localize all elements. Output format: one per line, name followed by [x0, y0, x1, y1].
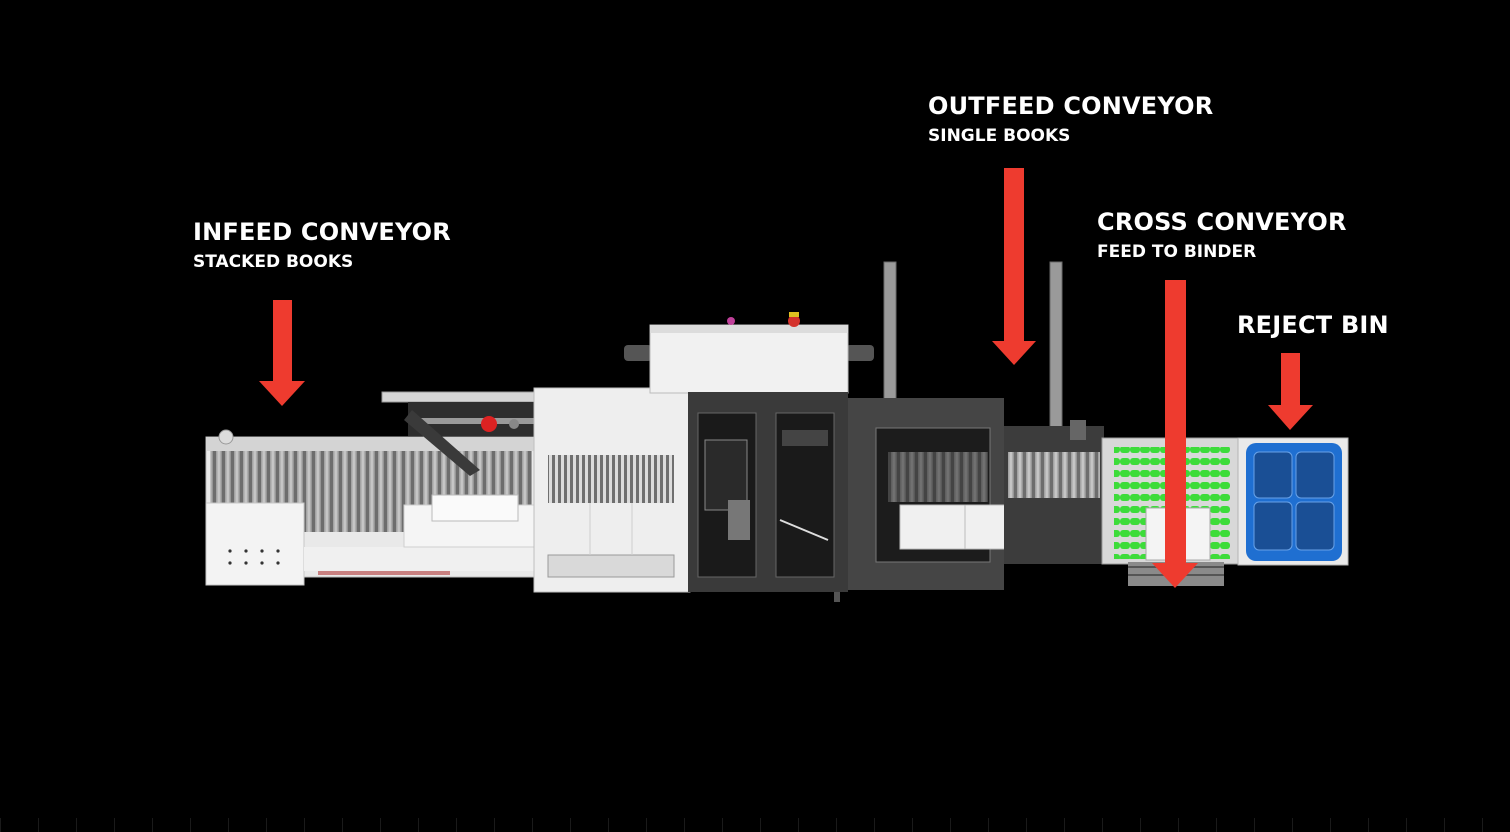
outfeed-label: OUTFEED CONVEYOR SINGLE BOOKS	[928, 92, 1213, 147]
outfeed-subtitle: SINGLE BOOKS	[928, 126, 1071, 146]
arrow-down-icon	[1268, 353, 1313, 430]
reject-bin	[1237, 437, 1349, 566]
infeed-label: INFEED CONVEYOR STACKED BOOKS	[193, 218, 451, 273]
main-cabinet	[533, 387, 691, 593]
bottom-edge-ticks	[0, 818, 1510, 832]
arrow-down-icon	[992, 168, 1036, 365]
arrow-down-icon	[1152, 280, 1198, 588]
reject-title: REJECT BIN	[1237, 311, 1389, 339]
cross-title: CROSS CONVEYOR	[1097, 208, 1347, 236]
infeed-title: INFEED CONVEYOR	[193, 218, 451, 246]
cutting-unit	[688, 392, 848, 602]
top-housing	[624, 312, 874, 394]
outfeed-conveyor	[848, 398, 1104, 590]
infeed-subtitle: STACKED BOOKS	[193, 252, 354, 272]
cross-subtitle: FEED TO BINDER	[1097, 242, 1257, 262]
arrow-down-icon	[259, 300, 305, 406]
vertical-posts	[883, 261, 1063, 431]
reject-label: REJECT BIN	[1237, 311, 1389, 339]
outfeed-title: OUTFEED CONVEYOR	[928, 92, 1214, 120]
emergency-stop-icon	[481, 416, 497, 432]
infeed-conveyor	[205, 429, 537, 586]
cross-label: CROSS CONVEYOR FEED TO BINDER	[1097, 208, 1347, 263]
